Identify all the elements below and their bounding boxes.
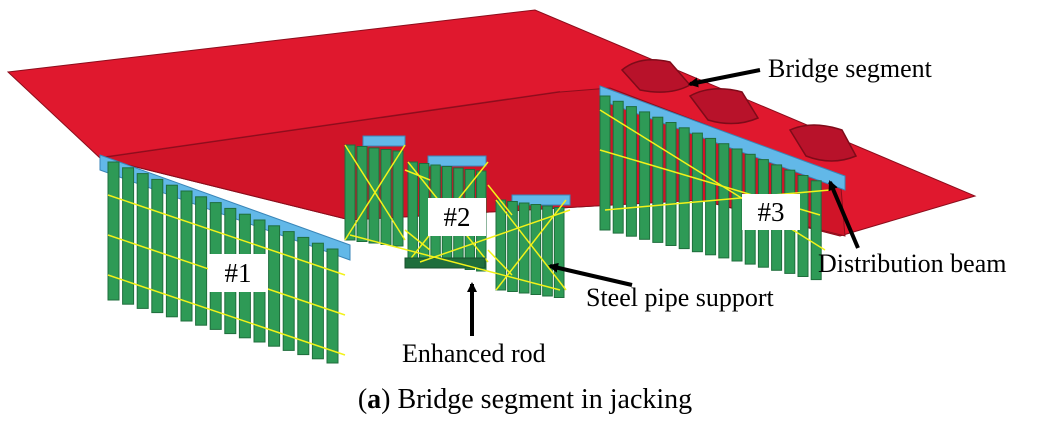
- steel-pipe: [810, 180, 822, 281]
- support-tag-1-text: #1: [225, 258, 252, 288]
- steel-pipe: [678, 127, 690, 250]
- girder-cell-2: [688, 88, 760, 125]
- steel-pipe: [718, 143, 730, 259]
- bridge-segment-arrow: [688, 68, 761, 88]
- steel-pipe-support-arrow: [548, 262, 633, 287]
- enhanced-rod: [404, 169, 431, 181]
- steel-pipe: [380, 149, 392, 245]
- steel-pipe: [599, 95, 611, 231]
- steel-pipe: [311, 242, 324, 360]
- steel-pipe: [665, 122, 677, 246]
- steel-pipe: [136, 173, 149, 309]
- steel-pipe: [165, 184, 178, 318]
- enhanced-rod-label: Enhanced rod: [402, 339, 546, 368]
- enhanced-rod: [487, 249, 513, 276]
- steel-pipe: [625, 106, 637, 237]
- support-tag-3-text: #3: [758, 197, 785, 227]
- enhanced-rod: [487, 184, 513, 216]
- distribution-beam-3: [599, 85, 846, 191]
- support-tag-3: #3: [742, 194, 800, 230]
- steel-pipe-support-label: Steel pipe support: [586, 283, 775, 312]
- caption-text: Bridge segment in jacking: [390, 384, 692, 415]
- enhanced-rod: [107, 274, 346, 356]
- steel-pipe: [612, 100, 624, 234]
- support-tag-2-text: #2: [444, 202, 471, 232]
- enhanced-rod: [404, 229, 431, 251]
- enhanced-rod: [344, 144, 406, 241]
- steel-pipe: [297, 236, 310, 356]
- steel-pipe: [507, 201, 518, 292]
- steel-pipe: [530, 204, 542, 295]
- steel-pipe: [195, 196, 208, 326]
- caption-open-paren: (: [358, 384, 367, 415]
- steel-pipe: [122, 167, 135, 305]
- steel-pipe: [282, 231, 295, 351]
- steel-pipe: [151, 178, 164, 314]
- steel-pipe: [326, 248, 339, 364]
- caption-letter: a: [367, 384, 381, 415]
- steel-pipe: [368, 147, 380, 244]
- steel-pipe: [268, 225, 281, 347]
- steel-pipe: [691, 132, 703, 253]
- steel-pipe: [652, 116, 664, 243]
- steel-pipe: [553, 207, 565, 298]
- distribution-beam-label: Distribution beam: [818, 249, 1006, 278]
- steel-pipe: [731, 148, 743, 262]
- pipe-base: [404, 257, 486, 269]
- steel-pipe: [495, 199, 507, 291]
- enhanced-rod: [349, 234, 561, 291]
- steel-pipe: [107, 161, 120, 301]
- bridge-segment-label: Bridge segment: [768, 54, 933, 83]
- enhanced-rods: [349, 169, 571, 291]
- distribution-beam-2b: [427, 155, 487, 167]
- caption-close-paren: ): [381, 384, 390, 415]
- steel-pipe: [344, 144, 356, 241]
- steel-pipe: [639, 111, 651, 240]
- distribution-beam-2a: [362, 135, 406, 147]
- enhanced-rod: [107, 194, 346, 276]
- steel-pipe: [356, 146, 368, 242]
- steel-pipe: [407, 161, 418, 263]
- girder-cell-3: [788, 124, 858, 162]
- steel-pipe: [180, 190, 193, 322]
- steel-pipe: [705, 137, 717, 256]
- enhanced-rod: [419, 209, 571, 263]
- steel-pipe: [392, 150, 404, 247]
- distribution-beam-arrow: [828, 180, 860, 249]
- enhanced-rod: [604, 189, 831, 211]
- figure-caption: (a) Bridge segment in jacking: [358, 384, 692, 415]
- steel-pipe: [542, 205, 553, 297]
- support-tag-1: #1: [208, 254, 268, 292]
- support-tag-2: #2: [428, 198, 486, 236]
